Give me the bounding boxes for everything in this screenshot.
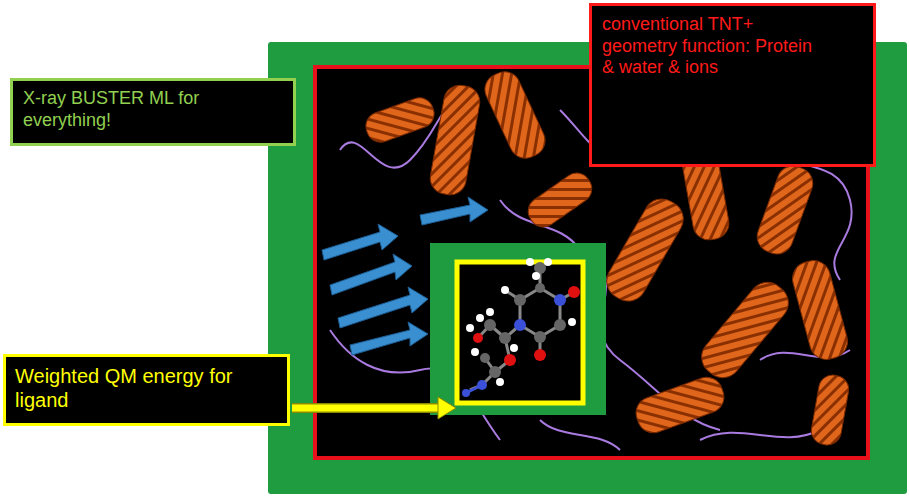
callout-box: conventional TNT+ geometry function: Pro…	[589, 3, 876, 167]
ligand-xray-region	[430, 243, 606, 415]
callout-box: X-ray BUSTER ML for everything!	[10, 78, 296, 146]
callout-text: X-ray BUSTER ML for everything!	[23, 88, 238, 131]
ligand-box	[457, 262, 583, 403]
ligand-molecule	[462, 258, 580, 397]
callout-text: conventional TNT+ geometry function: Pro…	[602, 14, 824, 79]
callout-box: Weighted QM energy for ligand	[3, 354, 290, 426]
pointer-arrow	[292, 397, 456, 419]
callout-text: Weighted QM energy for ligand	[15, 364, 265, 412]
